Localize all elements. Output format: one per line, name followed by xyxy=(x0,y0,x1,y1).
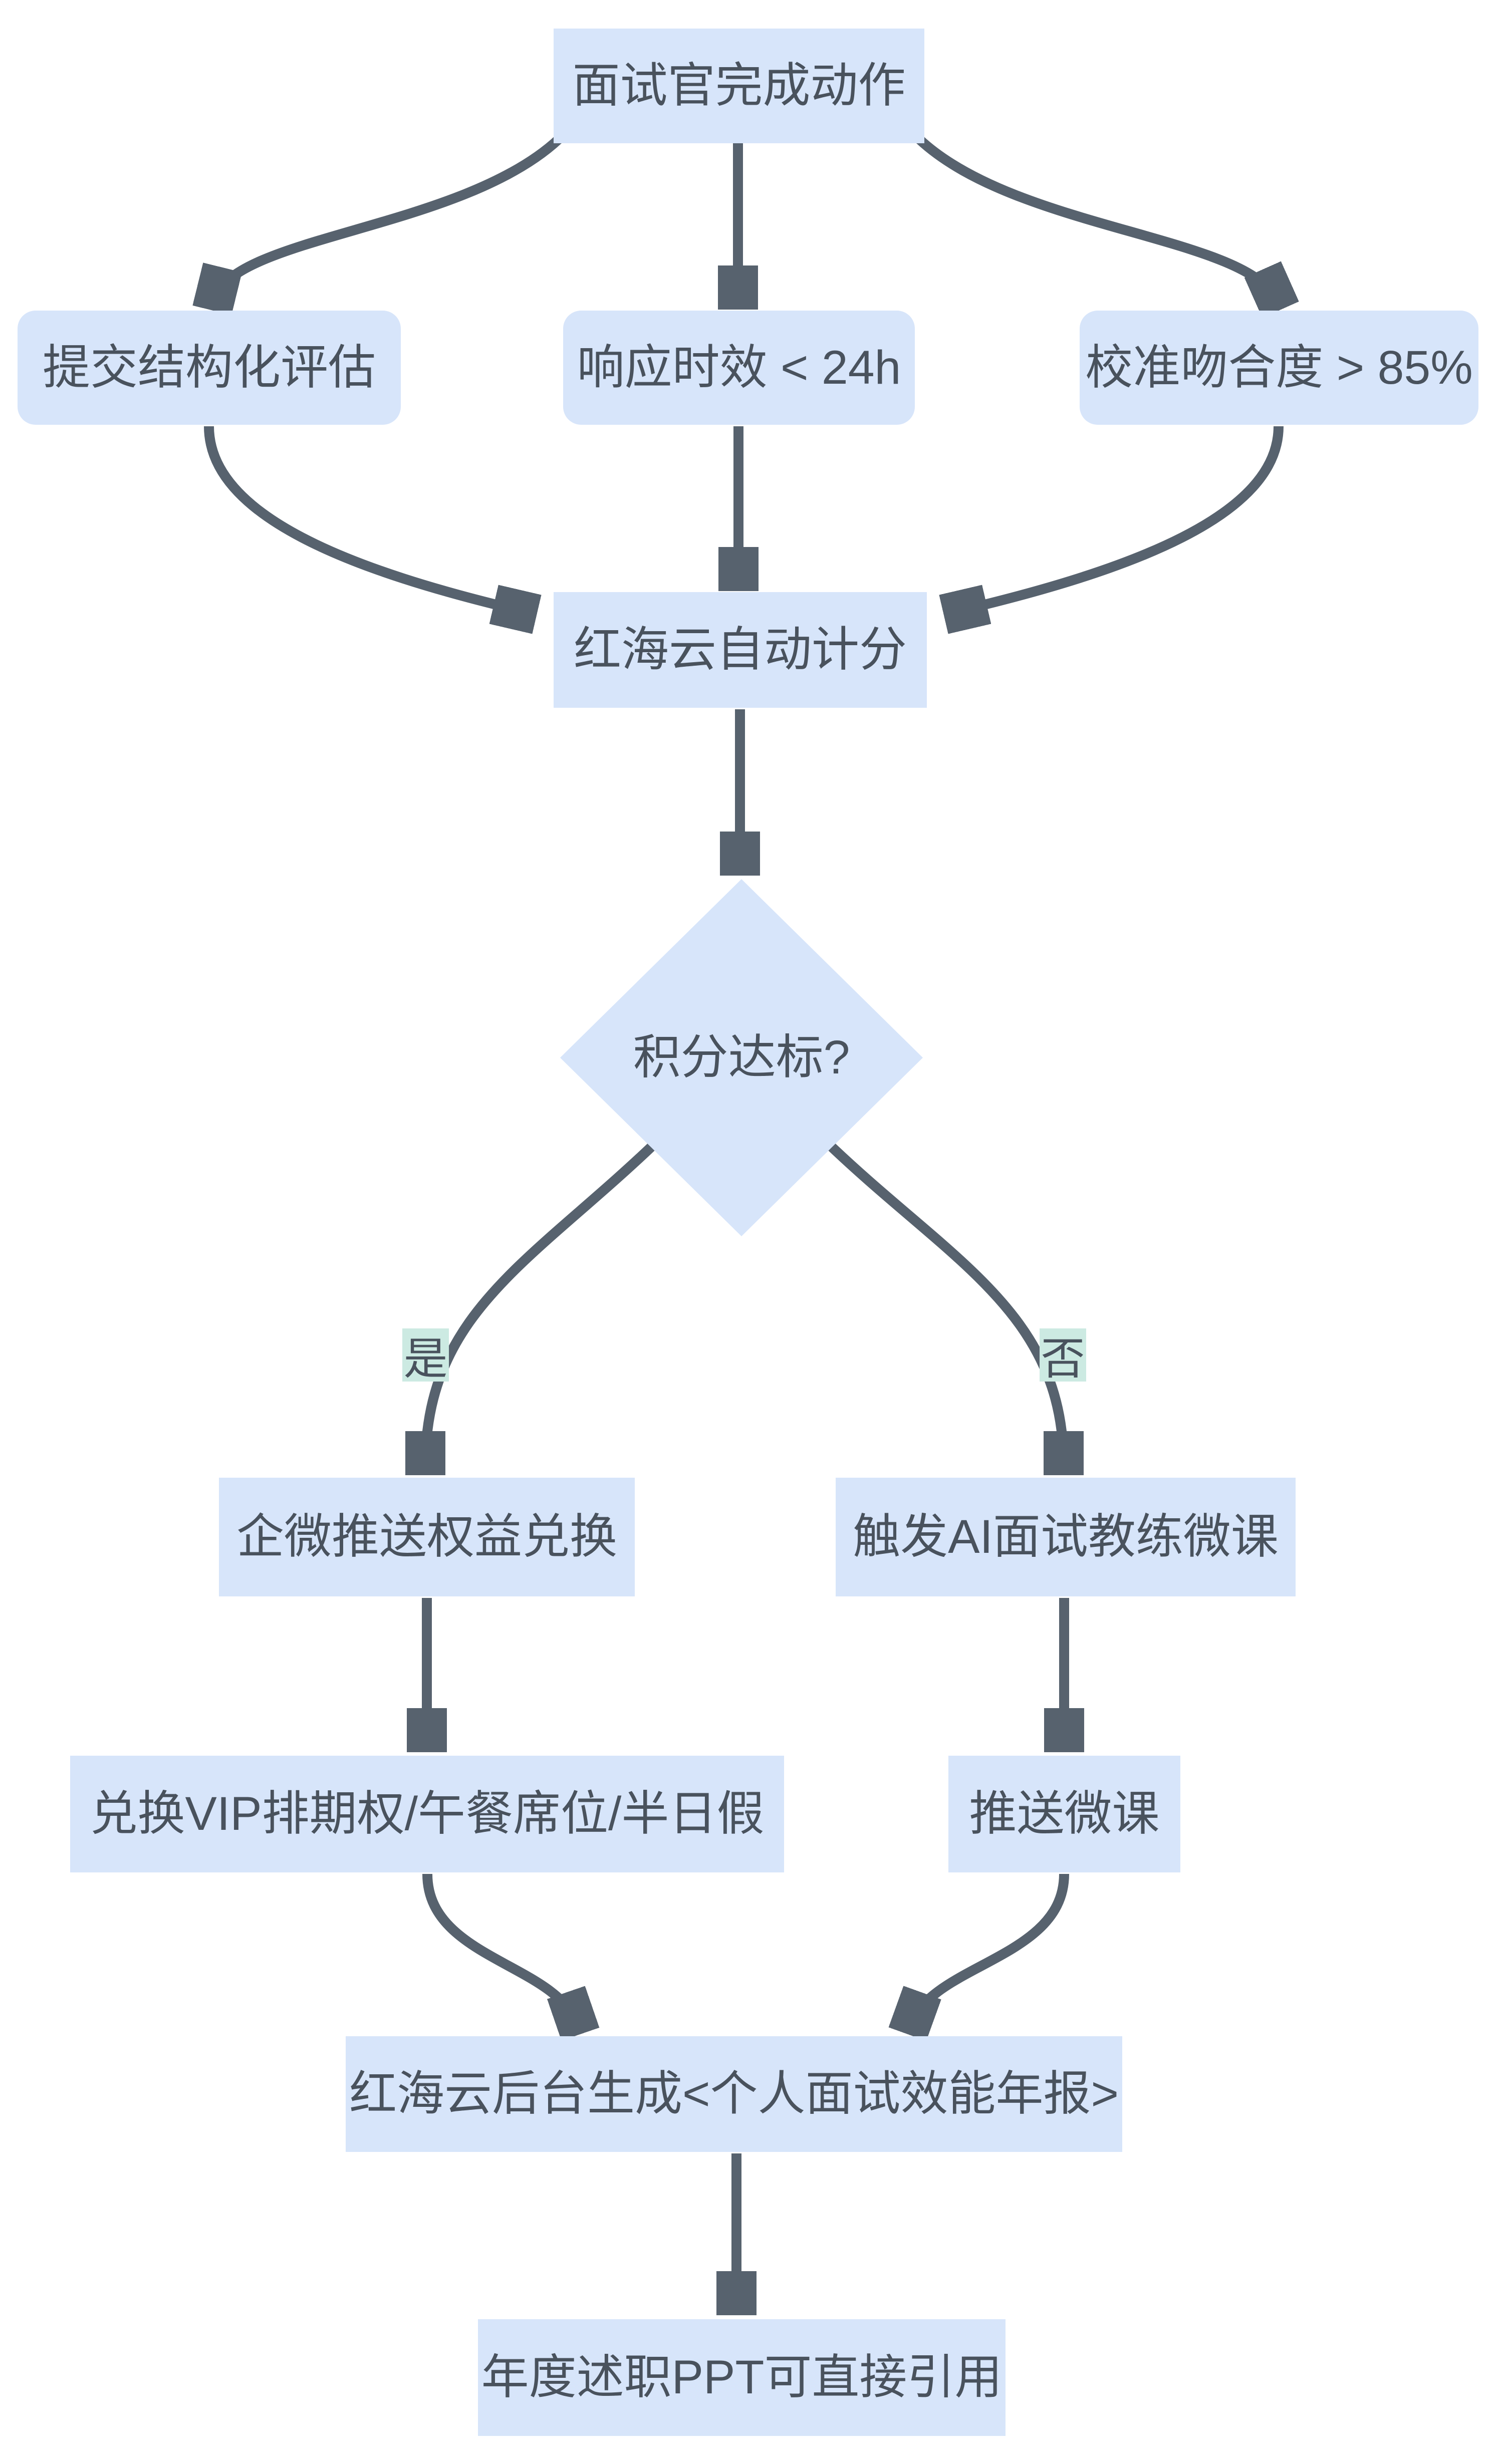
node-generate-annual-report: 红海云后台生成<个人面试效能年报> xyxy=(346,2036,1122,2152)
edge-label-no: 否 xyxy=(1040,1328,1086,1384)
arrow-start-to-submit xyxy=(214,135,562,301)
arrow-decision-yes xyxy=(425,1138,660,1465)
node-auto-scoring: 红海云自动计分 xyxy=(554,592,927,708)
arrow-calibration-to-scoring xyxy=(953,426,1284,612)
decision-label: 积分达标? xyxy=(633,1031,850,1084)
node-response-time: 响应时效 < 24h xyxy=(563,311,915,425)
node-interviewer-action: 面试官完成动作 xyxy=(554,29,924,143)
node-redeem-vip-benefits: 兑换VIP排期权/午餐席位/半日假 xyxy=(70,1756,784,1872)
node-ai-coach-course: 触发AI面试教练微课 xyxy=(836,1478,1296,1596)
decision-score-met: 积分达标? xyxy=(560,879,923,1236)
node-submit-structured-eval: 提交结构化评估 xyxy=(18,311,401,425)
arrow-vip-to-report xyxy=(422,1873,577,2025)
arrow-submit-to-scoring xyxy=(204,426,527,612)
node-push-course: 推送微课 xyxy=(948,1756,1180,1872)
arrow-decision-no xyxy=(823,1138,1064,1465)
arrow-push-to-report xyxy=(911,1873,1069,2025)
node-ppt-direct-quote: 年度述职PPT可直接引用 xyxy=(478,2319,1006,2436)
node-calibration-match: 校准吻合度 > 85% xyxy=(1080,311,1478,425)
edge-label-yes: 是 xyxy=(402,1328,449,1384)
node-wecom-push-redeem: 企微推送权益兑换 xyxy=(219,1478,635,1596)
arrow-start-to-calibration xyxy=(916,135,1277,301)
